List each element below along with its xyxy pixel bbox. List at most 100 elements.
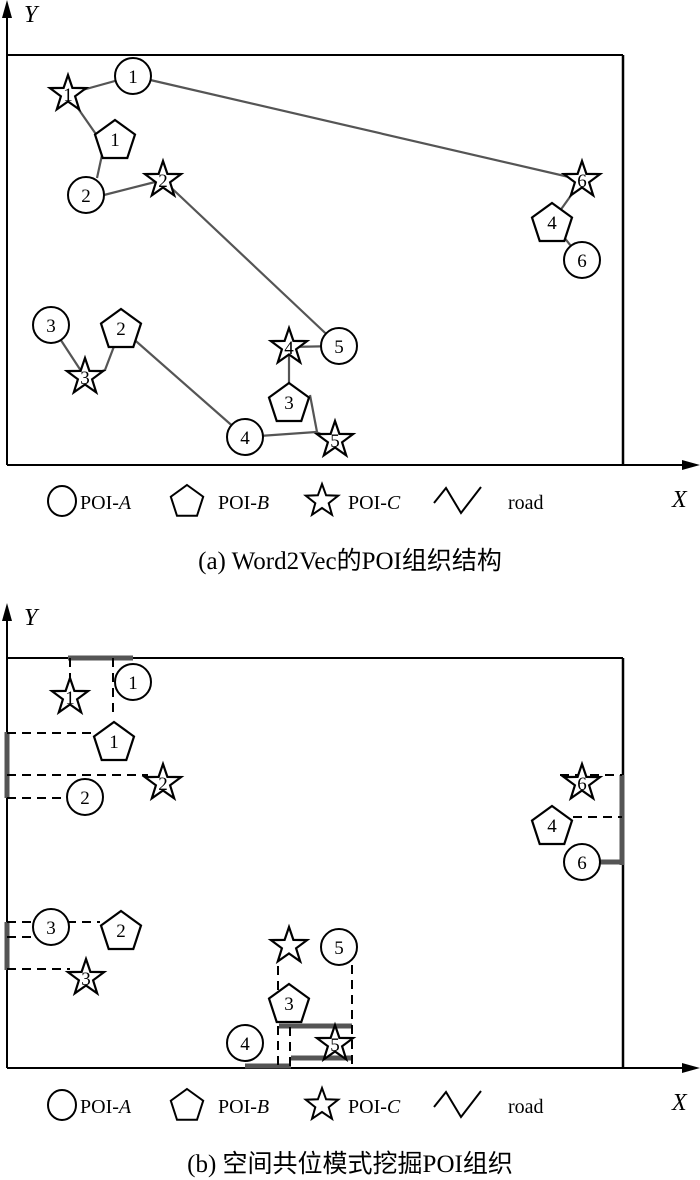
poi-number: 2	[116, 319, 126, 340]
legend-label-suffix: A	[117, 492, 132, 514]
poi-circle-5: 5	[320, 928, 358, 966]
poi-circle-1: 1	[114, 57, 152, 95]
legend-label: road	[508, 1096, 544, 1118]
poi-star-shape	[48, 674, 92, 716]
y-axis-label: Y	[24, 605, 40, 631]
legend-label: road	[508, 492, 544, 514]
poi-circle-shape	[32, 306, 70, 344]
poi-star-3: 3	[64, 955, 108, 997]
poi-star-shape	[63, 354, 107, 396]
poi-circle-5: 5	[320, 327, 358, 365]
poi-number: 1	[63, 85, 73, 106]
poi-number: 3	[81, 969, 91, 990]
x-axis-arrow-icon	[682, 460, 700, 470]
poi-number: 3	[80, 368, 90, 389]
poi-circle-shape	[114, 57, 152, 95]
poi-number: 1	[128, 67, 138, 88]
legend-label-main: POI-	[80, 492, 119, 514]
legend-road-icon	[433, 1090, 482, 1119]
poi-circle-4: 4	[226, 418, 264, 456]
poi-star-3: 3	[63, 354, 107, 396]
poi-circle-6: 6	[563, 843, 601, 881]
poi-pentagon-shape	[92, 720, 136, 762]
legend-label-suffix: C	[387, 492, 401, 514]
poi-circle-shape	[66, 778, 104, 816]
poi-number: 5	[334, 938, 344, 959]
poi-circle-2: 2	[67, 176, 105, 214]
poi-star-shape	[313, 1021, 357, 1063]
poi-pentagon-shape	[530, 201, 574, 243]
legend-star-icon	[303, 1085, 341, 1122]
poi-pentagon-shape	[99, 307, 143, 349]
poi-pentagon-shape	[530, 804, 574, 846]
poi-star-5: 5	[313, 417, 357, 459]
legend-label-main: POI-	[218, 1096, 257, 1118]
poi-circle-shape	[114, 663, 152, 701]
poi-circle-shape	[563, 241, 601, 279]
poi-circle-shape	[226, 418, 264, 456]
road-segment	[132, 74, 583, 182]
poi-pentagon-shape	[267, 982, 311, 1024]
poi-pentagon-4: 4	[530, 804, 574, 846]
poi-star-2: 2	[141, 157, 185, 199]
poi-star-shape	[141, 157, 185, 199]
poi-circle-4: 4	[226, 1024, 264, 1062]
x-axis-label: X	[671, 1090, 688, 1116]
poi-circle-1: 1	[114, 663, 152, 701]
poi-number: 4	[547, 816, 557, 837]
poi-circle-shape	[32, 908, 70, 946]
road-segment	[162, 179, 340, 347]
poi-number: 5	[334, 337, 344, 358]
poi-number: 2	[81, 186, 91, 207]
poi-pentagon-shape	[93, 118, 137, 160]
poi-number: 1	[128, 673, 138, 694]
poi-star-x	[267, 923, 311, 965]
poi-number: 4	[547, 213, 557, 234]
legend-label: POI-B	[218, 1096, 269, 1118]
legend-label-main: POI-	[218, 492, 257, 514]
poi-star-1: 1	[48, 674, 92, 716]
road-segment	[120, 327, 246, 438]
poi-number: 6	[577, 251, 587, 272]
poi-number: 6	[577, 853, 587, 874]
y-axis-label: Y	[24, 2, 40, 28]
poi-pentagon-1: 1	[92, 720, 136, 762]
poi-star-shape	[267, 923, 311, 965]
poi-number: 2	[158, 171, 168, 192]
poi-star-6: 6	[560, 760, 604, 802]
poi-pentagon-1: 1	[93, 118, 137, 160]
poi-number: 4	[240, 1034, 250, 1055]
poi-number: 1	[65, 688, 75, 709]
panel-caption: (a) Word2Vec的POI组织结构	[198, 547, 502, 575]
poi-number: 4	[240, 428, 250, 449]
legend-road-icon	[433, 486, 482, 515]
poi-circle-3: 3	[32, 908, 70, 946]
poi-number: 3	[46, 918, 56, 939]
poi-number: 3	[284, 393, 294, 414]
poi-circle-shape	[320, 327, 358, 365]
legend-label-main: POI-	[348, 492, 387, 514]
poi-circle-shape	[226, 1024, 264, 1062]
legend-label-suffix: B	[257, 492, 269, 514]
x-axis-arrow-icon	[682, 1063, 700, 1073]
legend-label-main: road	[508, 492, 544, 514]
legend-label-suffix: B	[257, 1096, 269, 1118]
legend-label-main: road	[508, 1096, 544, 1118]
legend-circle-icon	[47, 1089, 77, 1121]
poi-number: 5	[330, 1035, 340, 1056]
poi-number: 2	[116, 921, 126, 942]
poi-number: 2	[80, 788, 90, 809]
poi-pentagon-3: 3	[267, 982, 311, 1024]
legend-label-suffix: C	[387, 1096, 401, 1118]
poi-circle-shape	[67, 176, 105, 214]
legend-label-main: POI-	[348, 1096, 387, 1118]
poi-pentagon-4: 4	[530, 201, 574, 243]
legend-pentagon-icon	[169, 483, 205, 517]
legend-label-main: POI-	[80, 1096, 119, 1118]
poi-number: 3	[46, 316, 56, 337]
road-segment	[308, 394, 319, 433]
